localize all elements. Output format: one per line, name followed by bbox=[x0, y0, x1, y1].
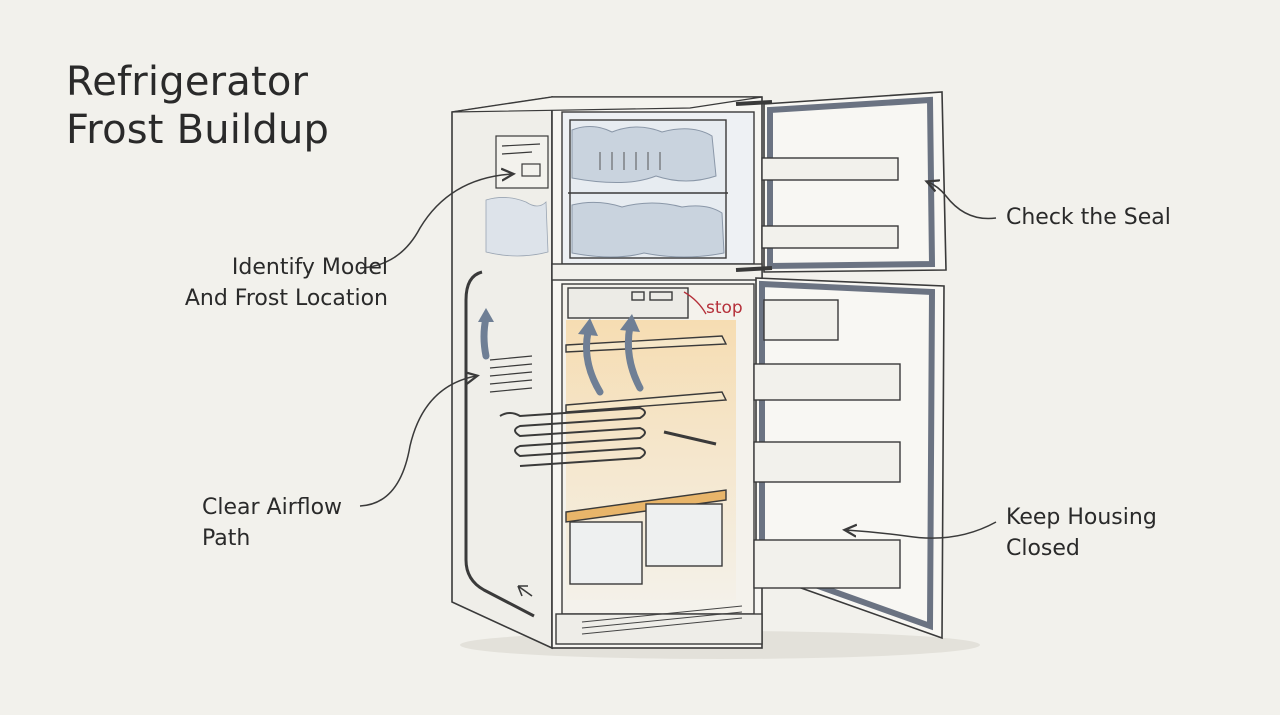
vent-grille bbox=[581, 605, 743, 635]
callout-housing-line-2: Closed bbox=[1006, 536, 1080, 561]
door-bin bbox=[753, 441, 901, 483]
callout-clear-airflow: Clear Airflow Path bbox=[202, 492, 372, 554]
door-bin bbox=[761, 225, 899, 249]
freezer-compartment bbox=[561, 111, 755, 265]
crisper-drawer-left bbox=[569, 521, 643, 585]
airflow-arrowhead bbox=[478, 308, 494, 322]
frost-patch bbox=[571, 126, 717, 183]
side-vent bbox=[489, 355, 533, 393]
evaporator-coil bbox=[499, 406, 646, 467]
callout-leaders bbox=[359, 174, 997, 539]
coolant-tube bbox=[464, 270, 535, 618]
glass-shelf bbox=[565, 391, 728, 413]
glass-shelf bbox=[565, 335, 728, 353]
title-line-2: Frost Buildup bbox=[66, 107, 330, 153]
model-sticker bbox=[495, 135, 549, 189]
drain-arrow bbox=[517, 585, 533, 597]
title-line-1: Refrigerator bbox=[66, 59, 309, 105]
callout-check-seal: Check the Seal bbox=[1006, 202, 1206, 233]
butter-compartment bbox=[763, 299, 839, 341]
page-title: Refrigerator Frost Buildup bbox=[66, 58, 329, 154]
callout-airflow-line-1: Clear Airflow bbox=[202, 495, 343, 520]
airflow-arrow bbox=[480, 314, 490, 360]
control-display bbox=[649, 291, 673, 301]
callout-identify-line-1: Identify Model bbox=[231, 255, 388, 280]
thermostat-panel bbox=[567, 287, 689, 319]
callout-airflow-line-2: Path bbox=[202, 526, 251, 551]
airflow-arrow bbox=[583, 328, 604, 396]
door-bin bbox=[753, 363, 901, 401]
leader-seal bbox=[928, 182, 997, 220]
door-bin bbox=[761, 157, 899, 181]
door-bin bbox=[753, 539, 901, 589]
door-gasket bbox=[767, 96, 936, 270]
airflow-arrowhead bbox=[620, 314, 640, 332]
leader-housing bbox=[846, 521, 997, 539]
fridge-compartment bbox=[555, 283, 763, 645]
control-dial bbox=[631, 291, 645, 301]
callout-identify-model: Identify Model And Frost Location bbox=[150, 252, 388, 314]
fridge-door bbox=[735, 266, 945, 640]
leader-stop bbox=[683, 291, 707, 315]
airflow-arrowhead bbox=[578, 318, 598, 336]
callout-seal-line-1: Check the Seal bbox=[1006, 205, 1171, 230]
leader-identify bbox=[359, 174, 512, 269]
stop-annotation: stop bbox=[706, 298, 743, 318]
airflow-arrow bbox=[624, 322, 644, 392]
leader-airflow bbox=[359, 376, 476, 507]
crisper-drawer-right bbox=[645, 503, 723, 567]
compartment-divider bbox=[551, 263, 763, 281]
kick-plate bbox=[555, 613, 763, 645]
callout-keep-housing-closed: Keep Housing Closed bbox=[1006, 502, 1206, 564]
freezer-door bbox=[735, 91, 947, 273]
frost-patch bbox=[485, 197, 549, 257]
frost-patch bbox=[571, 201, 725, 258]
callout-identify-line-2: And Frost Location bbox=[184, 286, 388, 311]
callout-housing-line-1: Keep Housing bbox=[1006, 505, 1157, 530]
